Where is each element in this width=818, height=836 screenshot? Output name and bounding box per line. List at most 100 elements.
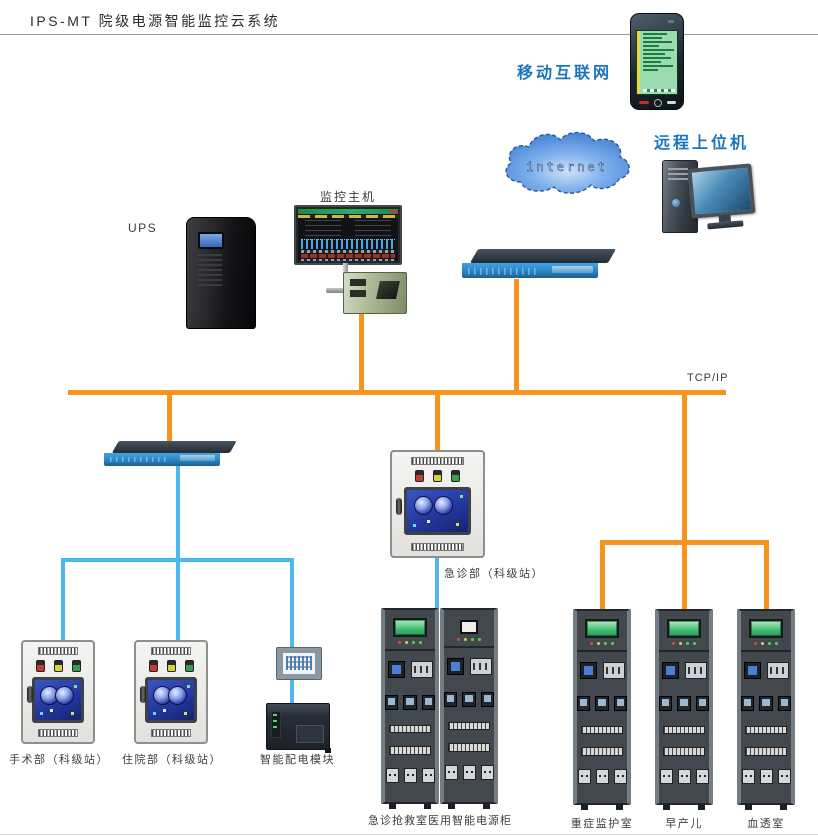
cabinet-breaker-strip — [663, 747, 705, 756]
surgery-station-label: 手术部（科级站） — [9, 754, 109, 766]
cabinet-display — [585, 619, 619, 638]
premature-cabinet — [655, 609, 713, 810]
cabinet-breaker-strip — [745, 747, 787, 756]
station-vent — [150, 647, 192, 655]
cable-ipc-to-bus — [359, 310, 364, 392]
cabinet-socket-row — [577, 769, 627, 784]
cabinet-module-row — [444, 692, 494, 707]
power-module-label: 智能配电模块 — [260, 754, 335, 766]
tcpip-label: TCP/IP — [687, 372, 729, 384]
cabinet-meter-row — [741, 662, 791, 679]
cable-to-inpatient-station — [176, 558, 180, 642]
cable-coreswitch-to-bus — [514, 279, 519, 392]
icu-cabinet — [573, 609, 631, 810]
icu-cabinet-label: 重症监护室 — [570, 818, 634, 830]
er-cabinet-right — [440, 608, 498, 809]
core-switch-icon — [462, 249, 617, 280]
cable-to-icu-cabinet — [600, 544, 605, 609]
remote-pc-label: 远程上位机 — [654, 135, 750, 152]
cabinet-breaker-strip — [448, 743, 490, 752]
station-indicator-leds — [23, 660, 93, 672]
cabinet-socket-row — [444, 765, 494, 780]
cabinet-socket-row — [659, 769, 709, 784]
mobile-internet-label: 移动互联网 — [517, 65, 613, 82]
cabinet-meter-row — [659, 662, 709, 679]
cable-to-premature-cabinet — [682, 544, 687, 609]
internet-label: internet — [526, 160, 608, 174]
cabinet-module-row — [385, 695, 435, 710]
premature-cabinet-label: 早产儿 — [665, 818, 703, 830]
cabinet-module-row — [741, 696, 791, 711]
cabinet-breaker-strip — [389, 746, 431, 755]
title-divider — [0, 34, 818, 35]
cabinet-breaker-strip — [389, 725, 431, 733]
tcpip-bus-line — [68, 390, 726, 395]
surgery-station-box — [21, 640, 95, 744]
cabinet-breaker-strip — [581, 726, 623, 734]
cable-bus-to-emergency-station — [435, 393, 440, 452]
cable-bus-to-right-cabinets — [682, 393, 687, 545]
cabinet-display — [393, 618, 427, 637]
station-touchscreen — [31, 677, 85, 723]
smartphone-buttons — [631, 99, 683, 107]
cabinet-breaker-strip — [448, 722, 490, 730]
station-door-handle — [396, 497, 402, 515]
cabinet-display — [667, 619, 701, 638]
dialysis-cabinet-label: 血透室 — [747, 818, 785, 830]
cabinet-leds — [444, 638, 494, 641]
smartphone-screen — [636, 30, 678, 95]
cabinet-leds — [741, 642, 791, 645]
station-vent — [411, 543, 464, 551]
ups-label: UPS — [128, 221, 158, 235]
branch-switch-icon — [104, 441, 237, 467]
remote-pc-icon — [660, 158, 756, 234]
pc-monitor-icon — [687, 163, 758, 233]
dialysis-cabinet — [737, 609, 795, 810]
bottom-edge-rule — [0, 834, 818, 835]
cabinet-display — [749, 619, 783, 638]
er-cabinet-label: 急诊抢救室医用智能电源柜 — [368, 815, 512, 827]
cable-to-surgery-station — [61, 558, 65, 642]
cabinet-display — [460, 620, 478, 634]
cable-branchswitch-downlink — [176, 465, 180, 560]
station-vent — [411, 457, 464, 465]
cable-emergency-to-er-cabinet — [435, 556, 439, 609]
monitor-host-label: 监控主机 — [320, 190, 377, 204]
station-vent — [37, 647, 79, 655]
cabinet-socket-row — [385, 768, 435, 783]
cable-right-cabinet-header — [600, 540, 769, 545]
cabinet-meter-row — [577, 662, 627, 679]
cable-to-dialysis-cabinet — [764, 544, 769, 609]
er-cabinet-left — [381, 608, 439, 809]
station-touchscreen — [144, 677, 198, 723]
page-title: IPS-MT 院级电源智能监控云系统 — [30, 13, 281, 29]
station-indicator-leds — [136, 660, 206, 672]
scada-screen — [298, 209, 398, 261]
industrial-pc-icon — [343, 272, 407, 314]
cable-bus-to-branchswitch — [167, 393, 172, 444]
station-indicator-leds — [392, 470, 483, 482]
cabinet-breaker-strip — [663, 726, 705, 734]
cabinet-meter-row — [444, 658, 494, 675]
station-vent — [150, 729, 192, 737]
ups-icon — [186, 217, 256, 329]
inpatient-station-box — [134, 640, 208, 744]
smartphone-icon — [630, 13, 684, 110]
cabinet-leds — [385, 641, 435, 644]
station-touchscreen — [404, 487, 471, 535]
terminal-module-icon — [276, 647, 322, 680]
ups-lcd — [198, 232, 224, 249]
cabinet-module-row — [659, 696, 709, 711]
inpatient-station-label: 住院部（科级站） — [122, 754, 222, 766]
cabinet-breaker-strip — [581, 747, 623, 756]
cabinet-module-row — [577, 696, 627, 711]
emergency-station-box — [390, 450, 485, 558]
station-door-handle — [27, 686, 33, 703]
internet-cloud-icon: internet — [505, 131, 630, 194]
station-vent — [37, 729, 79, 737]
cabinet-breaker-strip — [745, 726, 787, 734]
emergency-station-label: 急诊部（科级站） — [444, 568, 544, 580]
cabinet-socket-row — [741, 769, 791, 784]
station-door-handle — [140, 686, 146, 703]
